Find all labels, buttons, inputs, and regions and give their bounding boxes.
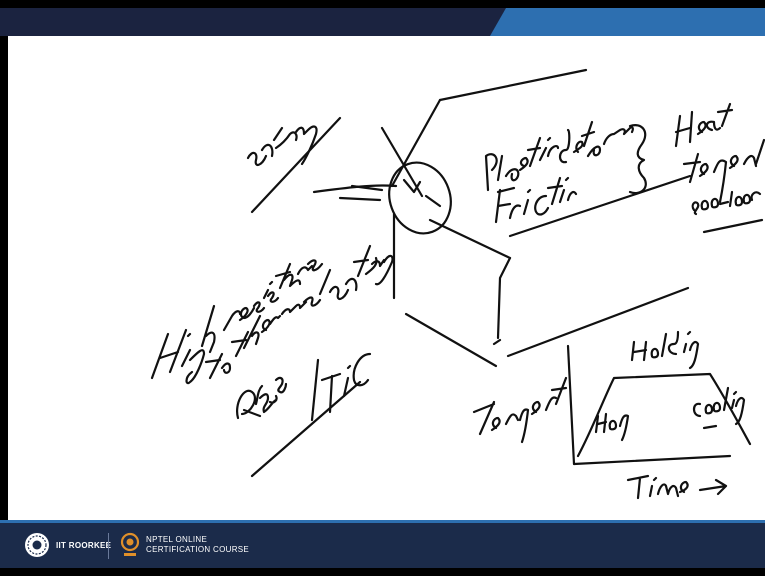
ink-brace: [630, 125, 646, 193]
footer-bar: IIT ROORKEE NPTEL ONLINE CERTIFICATION C…: [0, 520, 765, 568]
ink-graph-label-temperature: [474, 378, 566, 442]
ink-sketch-top: [440, 70, 586, 100]
ink-graph-x-axis: [574, 456, 730, 464]
ink-rear-edge-1: [510, 176, 690, 236]
institute-name: IIT ROORKEE: [56, 541, 111, 551]
ink-circle-detail: [404, 180, 440, 206]
ink-tool-line-2: [314, 185, 396, 200]
ink-softening: [248, 127, 317, 165]
footer-divider: [108, 533, 109, 559]
ink-workpiece-top: [430, 220, 510, 258]
ink-time: [628, 476, 726, 498]
ink-holding: [632, 332, 698, 368]
ink-graph-curve: [578, 374, 750, 456]
ink-softening-2: [330, 246, 393, 299]
ink-cooling: [694, 388, 744, 428]
ink-rear-edge-2: [508, 288, 688, 356]
program-line-1: NPTEL ONLINE: [146, 535, 207, 545]
ink-heat-arrow: [704, 220, 762, 232]
ink-alumina: [237, 378, 286, 418]
ink-sketch-diag: [392, 100, 440, 186]
ink-to-thermal: [206, 270, 330, 378]
ink-range: [693, 192, 760, 214]
ink-deformation: [560, 122, 633, 162]
bottom-border: [0, 568, 765, 576]
ink-high: [152, 306, 215, 383]
nptel-logo: [120, 531, 140, 561]
ink-workpiece-right: [494, 258, 510, 344]
ink-workpiece-bottom: [406, 314, 496, 366]
ink-heat: [676, 104, 732, 146]
ink-divider: [312, 360, 318, 420]
ink-temperature: [684, 140, 764, 202]
ink-plastic: [486, 138, 558, 190]
ink-heating: [596, 414, 628, 440]
ink-graph-y-axis: [568, 346, 574, 464]
iit-roorkee-logo: [24, 532, 50, 558]
ink-tic: [322, 354, 370, 412]
program-line-2: CERTIFICATION COURSE: [146, 545, 249, 555]
ink-friction: [496, 178, 576, 222]
